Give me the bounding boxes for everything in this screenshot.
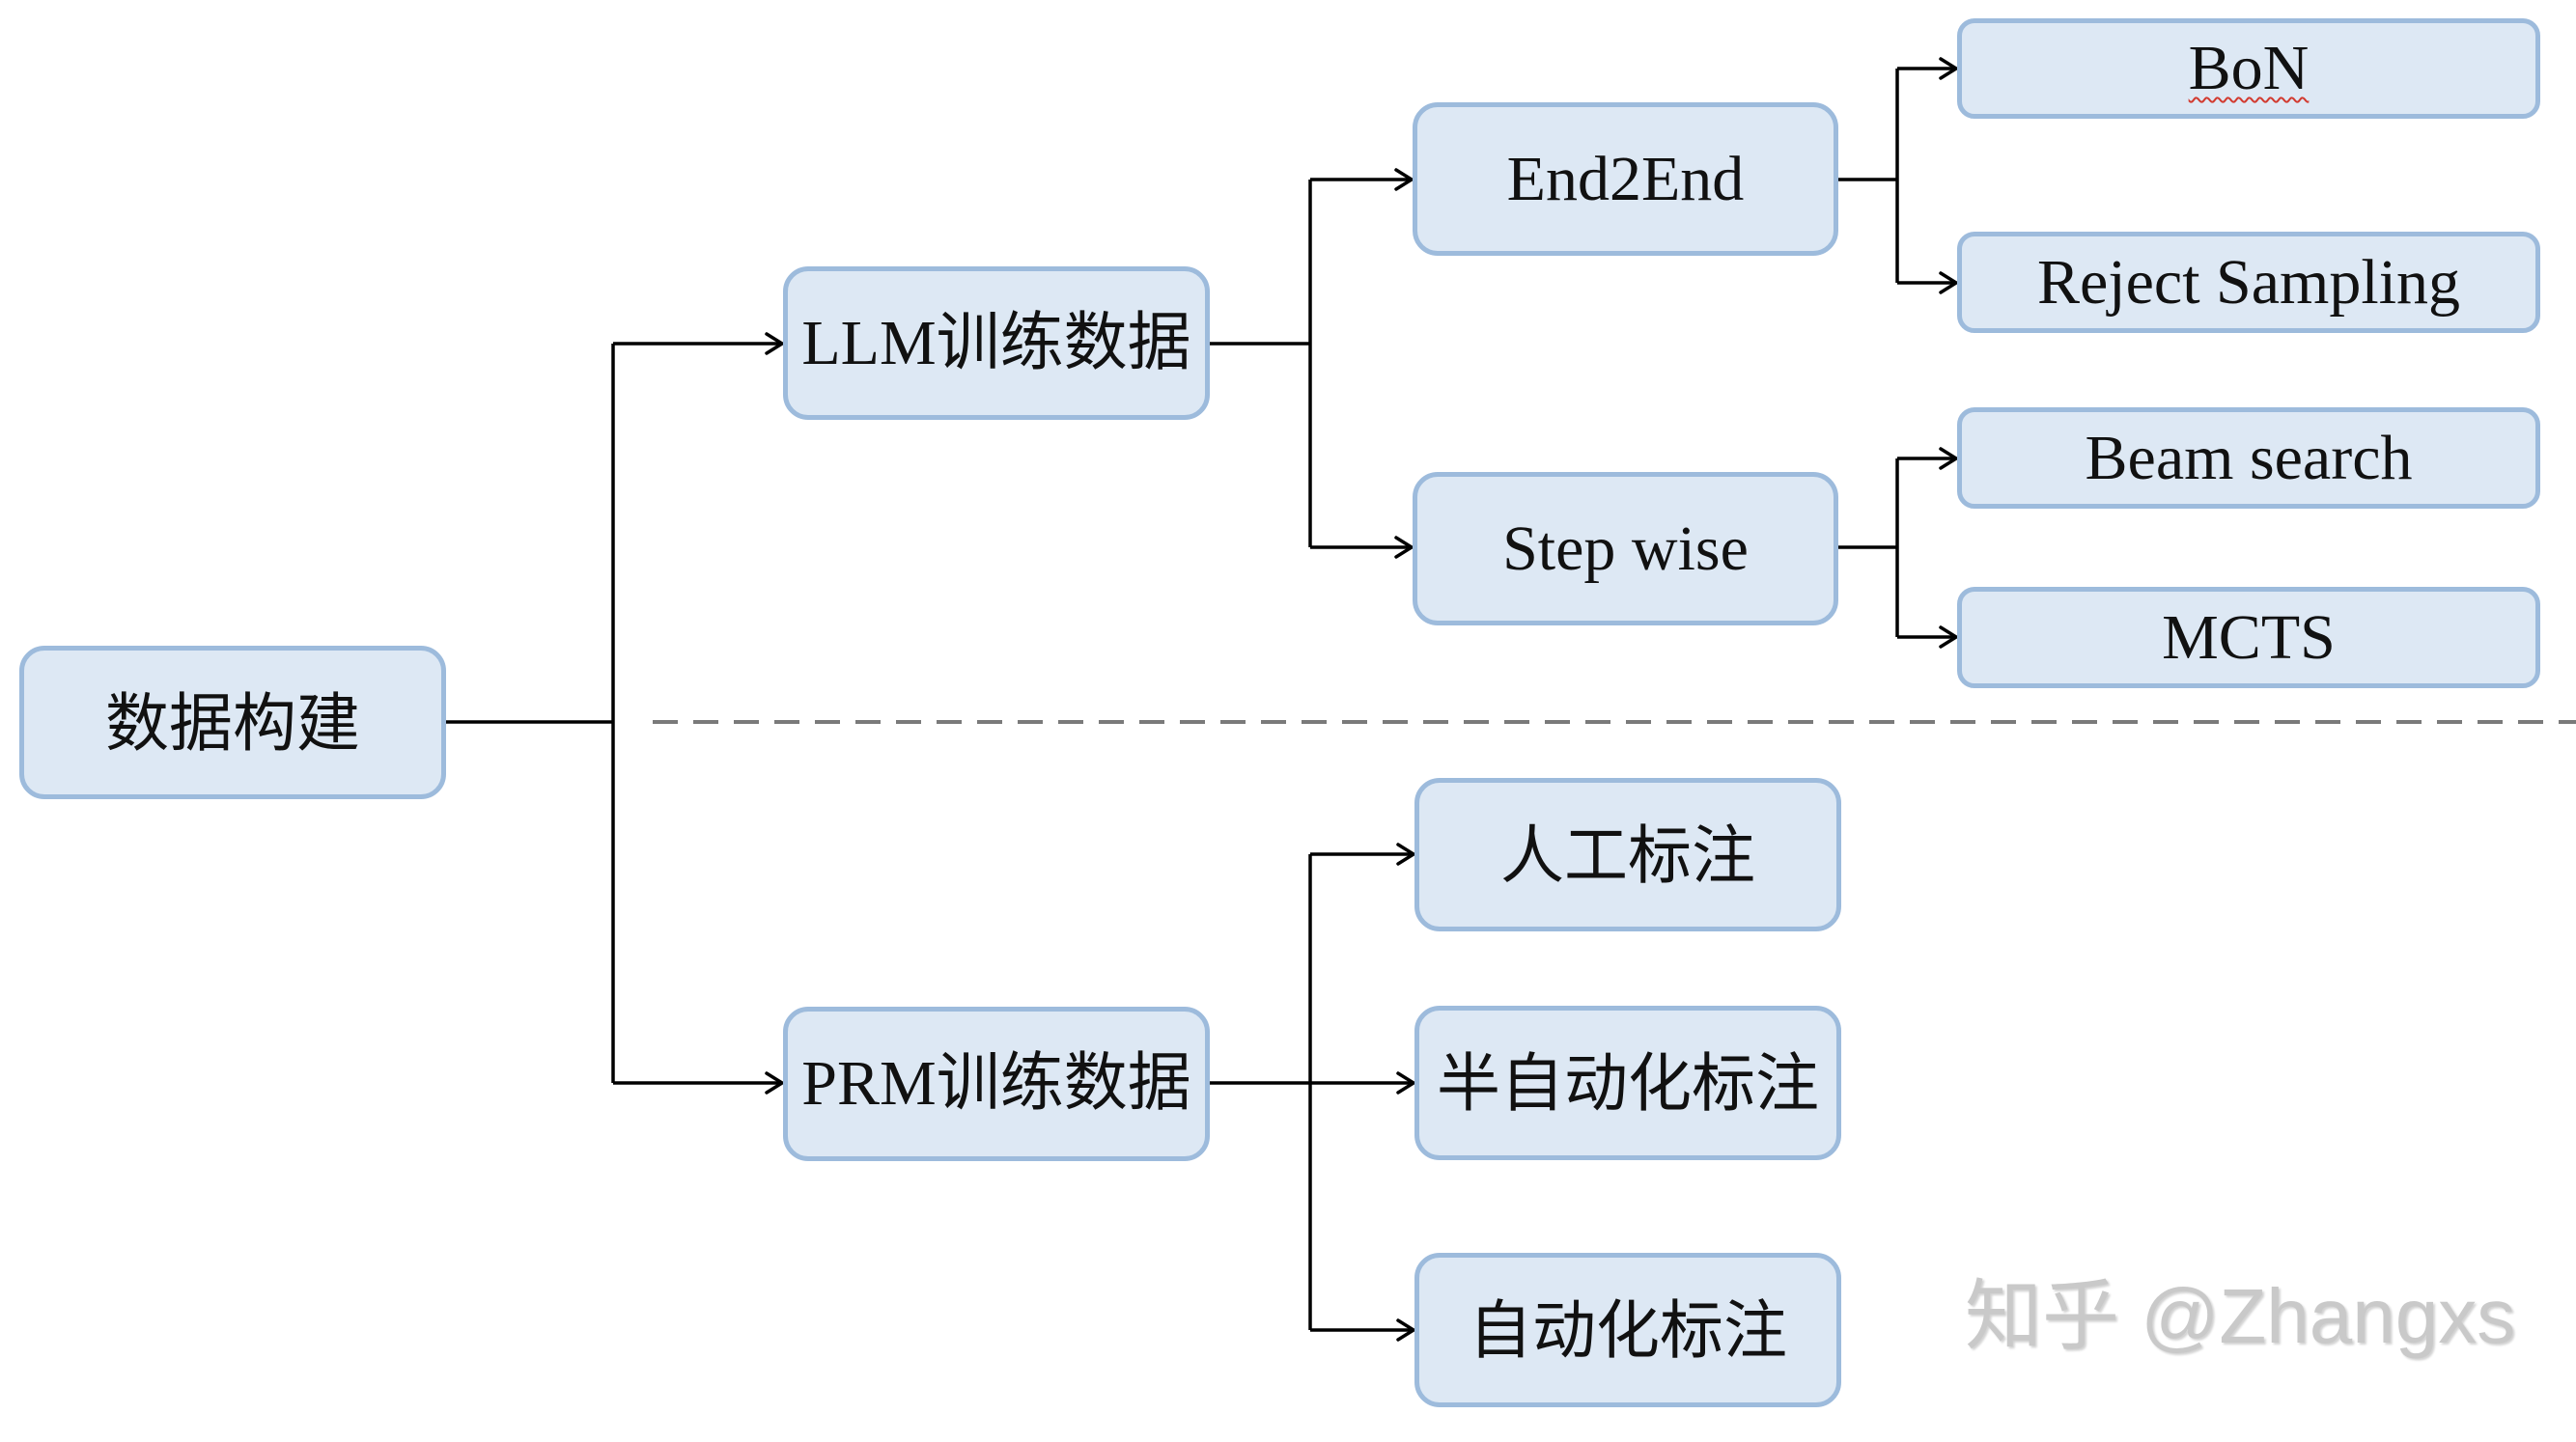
node-prm-data-label: PRM训练数据 (801, 1048, 1191, 1119)
node-prm-data: PRM训练数据 (783, 1007, 1210, 1161)
node-llm-data-label: LLM训练数据 (801, 307, 1191, 378)
node-bon-label: BoN (2188, 33, 2310, 103)
node-end2end: End2End (1413, 102, 1838, 256)
node-auto-annotation-label: 自动化标注 (1469, 1294, 1787, 1366)
node-manual-annotation: 人工标注 (1414, 778, 1841, 931)
node-root-label: 数据构建 (105, 686, 360, 759)
node-beam-search-label: Beam search (2085, 422, 2413, 493)
node-bon: BoN (1957, 18, 2540, 119)
node-mcts-label: MCTS (2162, 601, 2336, 673)
node-beam-search: Beam search (1957, 407, 2540, 509)
node-auto-annotation: 自动化标注 (1414, 1253, 1841, 1407)
node-step-wise-label: Step wise (1502, 513, 1749, 584)
node-reject-sampling: Reject Sampling (1957, 232, 2540, 333)
node-step-wise: Step wise (1413, 472, 1838, 625)
node-reject-sampling-label: Reject Sampling (2036, 246, 2461, 318)
node-semi-auto-annotation: 半自动化标注 (1414, 1006, 1841, 1160)
node-end2end-label: End2End (1506, 143, 1745, 214)
watermark: 知乎 @Zhangxs (1965, 1273, 2516, 1359)
node-llm-data: LLM训练数据 (783, 266, 1210, 420)
node-mcts: MCTS (1957, 587, 2540, 688)
node-manual-annotation-label: 人工标注 (1500, 818, 1755, 891)
node-semi-auto-annotation-label: 半自动化标注 (1437, 1047, 1819, 1119)
node-root: 数据构建 (19, 646, 446, 799)
